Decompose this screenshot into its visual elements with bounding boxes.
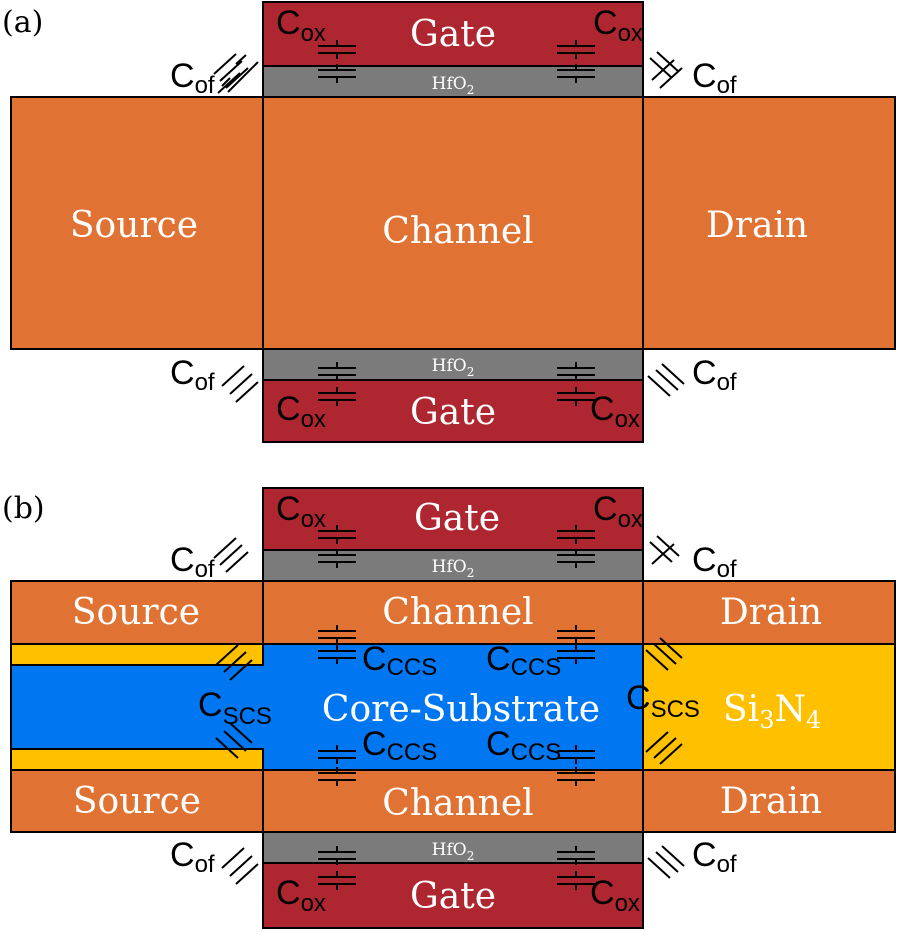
- channel-top-b: [262, 580, 644, 645]
- oxide-bot-b-label: HfO2: [432, 840, 475, 863]
- channel-bot-b-label: Channel: [382, 783, 533, 824]
- cox-label: Cox: [593, 490, 643, 533]
- source-bot-b: [10, 769, 264, 833]
- drain-top-b: [642, 580, 896, 645]
- drain-top-b-label: Drain: [720, 592, 822, 633]
- scs-label: CSCS: [198, 686, 272, 730]
- panel-b-label: (b): [2, 491, 45, 526]
- gate-bot-b: [262, 862, 644, 929]
- ccs-label: CCCS: [486, 640, 561, 681]
- source-top-b-label: Source: [72, 592, 200, 633]
- gate-top-a: [262, 1, 644, 67]
- oxide-top-b-label: HfO2: [432, 557, 475, 580]
- cox-label: Cox: [276, 490, 326, 533]
- cof-label: Cof: [692, 57, 737, 99]
- cox-label: Cox: [276, 390, 326, 433]
- nitride-label: Si3N4: [723, 689, 821, 734]
- cof-label: Cof: [170, 836, 215, 878]
- channel-top-b-label: Channel: [382, 592, 533, 633]
- drain-bot-b: [642, 769, 896, 833]
- drain-a: [642, 96, 896, 350]
- cof-label: Cof: [170, 541, 215, 583]
- source-a: [10, 96, 264, 350]
- ccs-label: CCCS: [362, 725, 437, 766]
- gate-bot-b-label: Gate: [410, 876, 496, 917]
- cox-label: Cox: [276, 4, 326, 47]
- ccs-label: CCCS: [486, 725, 561, 766]
- channel-a: [262, 96, 644, 350]
- drain-bot-b-label: Drain: [720, 781, 822, 822]
- cox-label: Cox: [276, 874, 326, 917]
- gate-top-a-label: Gate: [410, 14, 496, 55]
- scs-label: CSCS: [626, 679, 700, 723]
- cof-cap-symbol: [213, 535, 685, 885]
- drain-a-label: Drain: [706, 205, 808, 246]
- gate-bot-a-label: Gate: [410, 392, 496, 433]
- ccs-cap-symbol: [318, 625, 595, 786]
- cox-label: Cox: [593, 4, 643, 47]
- panel-a-label: (a): [2, 5, 43, 40]
- oxide-top-a-label: HfO2: [432, 74, 475, 97]
- oxide-bot-a-label: HfO2: [432, 356, 475, 379]
- cox-cap-symbol: [318, 40, 595, 406]
- nitride-right-b: [642, 643, 896, 771]
- gate-top-b-label: Gate: [414, 498, 500, 539]
- cof-label: Cof: [692, 354, 737, 396]
- ccs-label: CCCS: [362, 640, 437, 681]
- cscs-cap-symbol: [215, 637, 683, 765]
- oxide-bot-b: [262, 831, 644, 864]
- cof-label: Cof: [692, 541, 737, 583]
- source-a-label: Source: [70, 205, 198, 246]
- cof-cap-symbol: [213, 51, 685, 403]
- cof-label: Cof: [170, 57, 215, 99]
- source-bot-b-label: Source: [73, 781, 201, 822]
- gate-bot-a: [262, 379, 644, 443]
- channel-a-label: Channel: [382, 211, 533, 252]
- core-substrate-label: Core-Substrate: [322, 689, 600, 730]
- cof-label: Cof: [692, 836, 737, 878]
- cox-label: Cox: [590, 390, 640, 433]
- cox-label: Cox: [590, 874, 640, 917]
- cof-label: Cof: [170, 354, 215, 396]
- cox-cap-symbol: [318, 525, 595, 890]
